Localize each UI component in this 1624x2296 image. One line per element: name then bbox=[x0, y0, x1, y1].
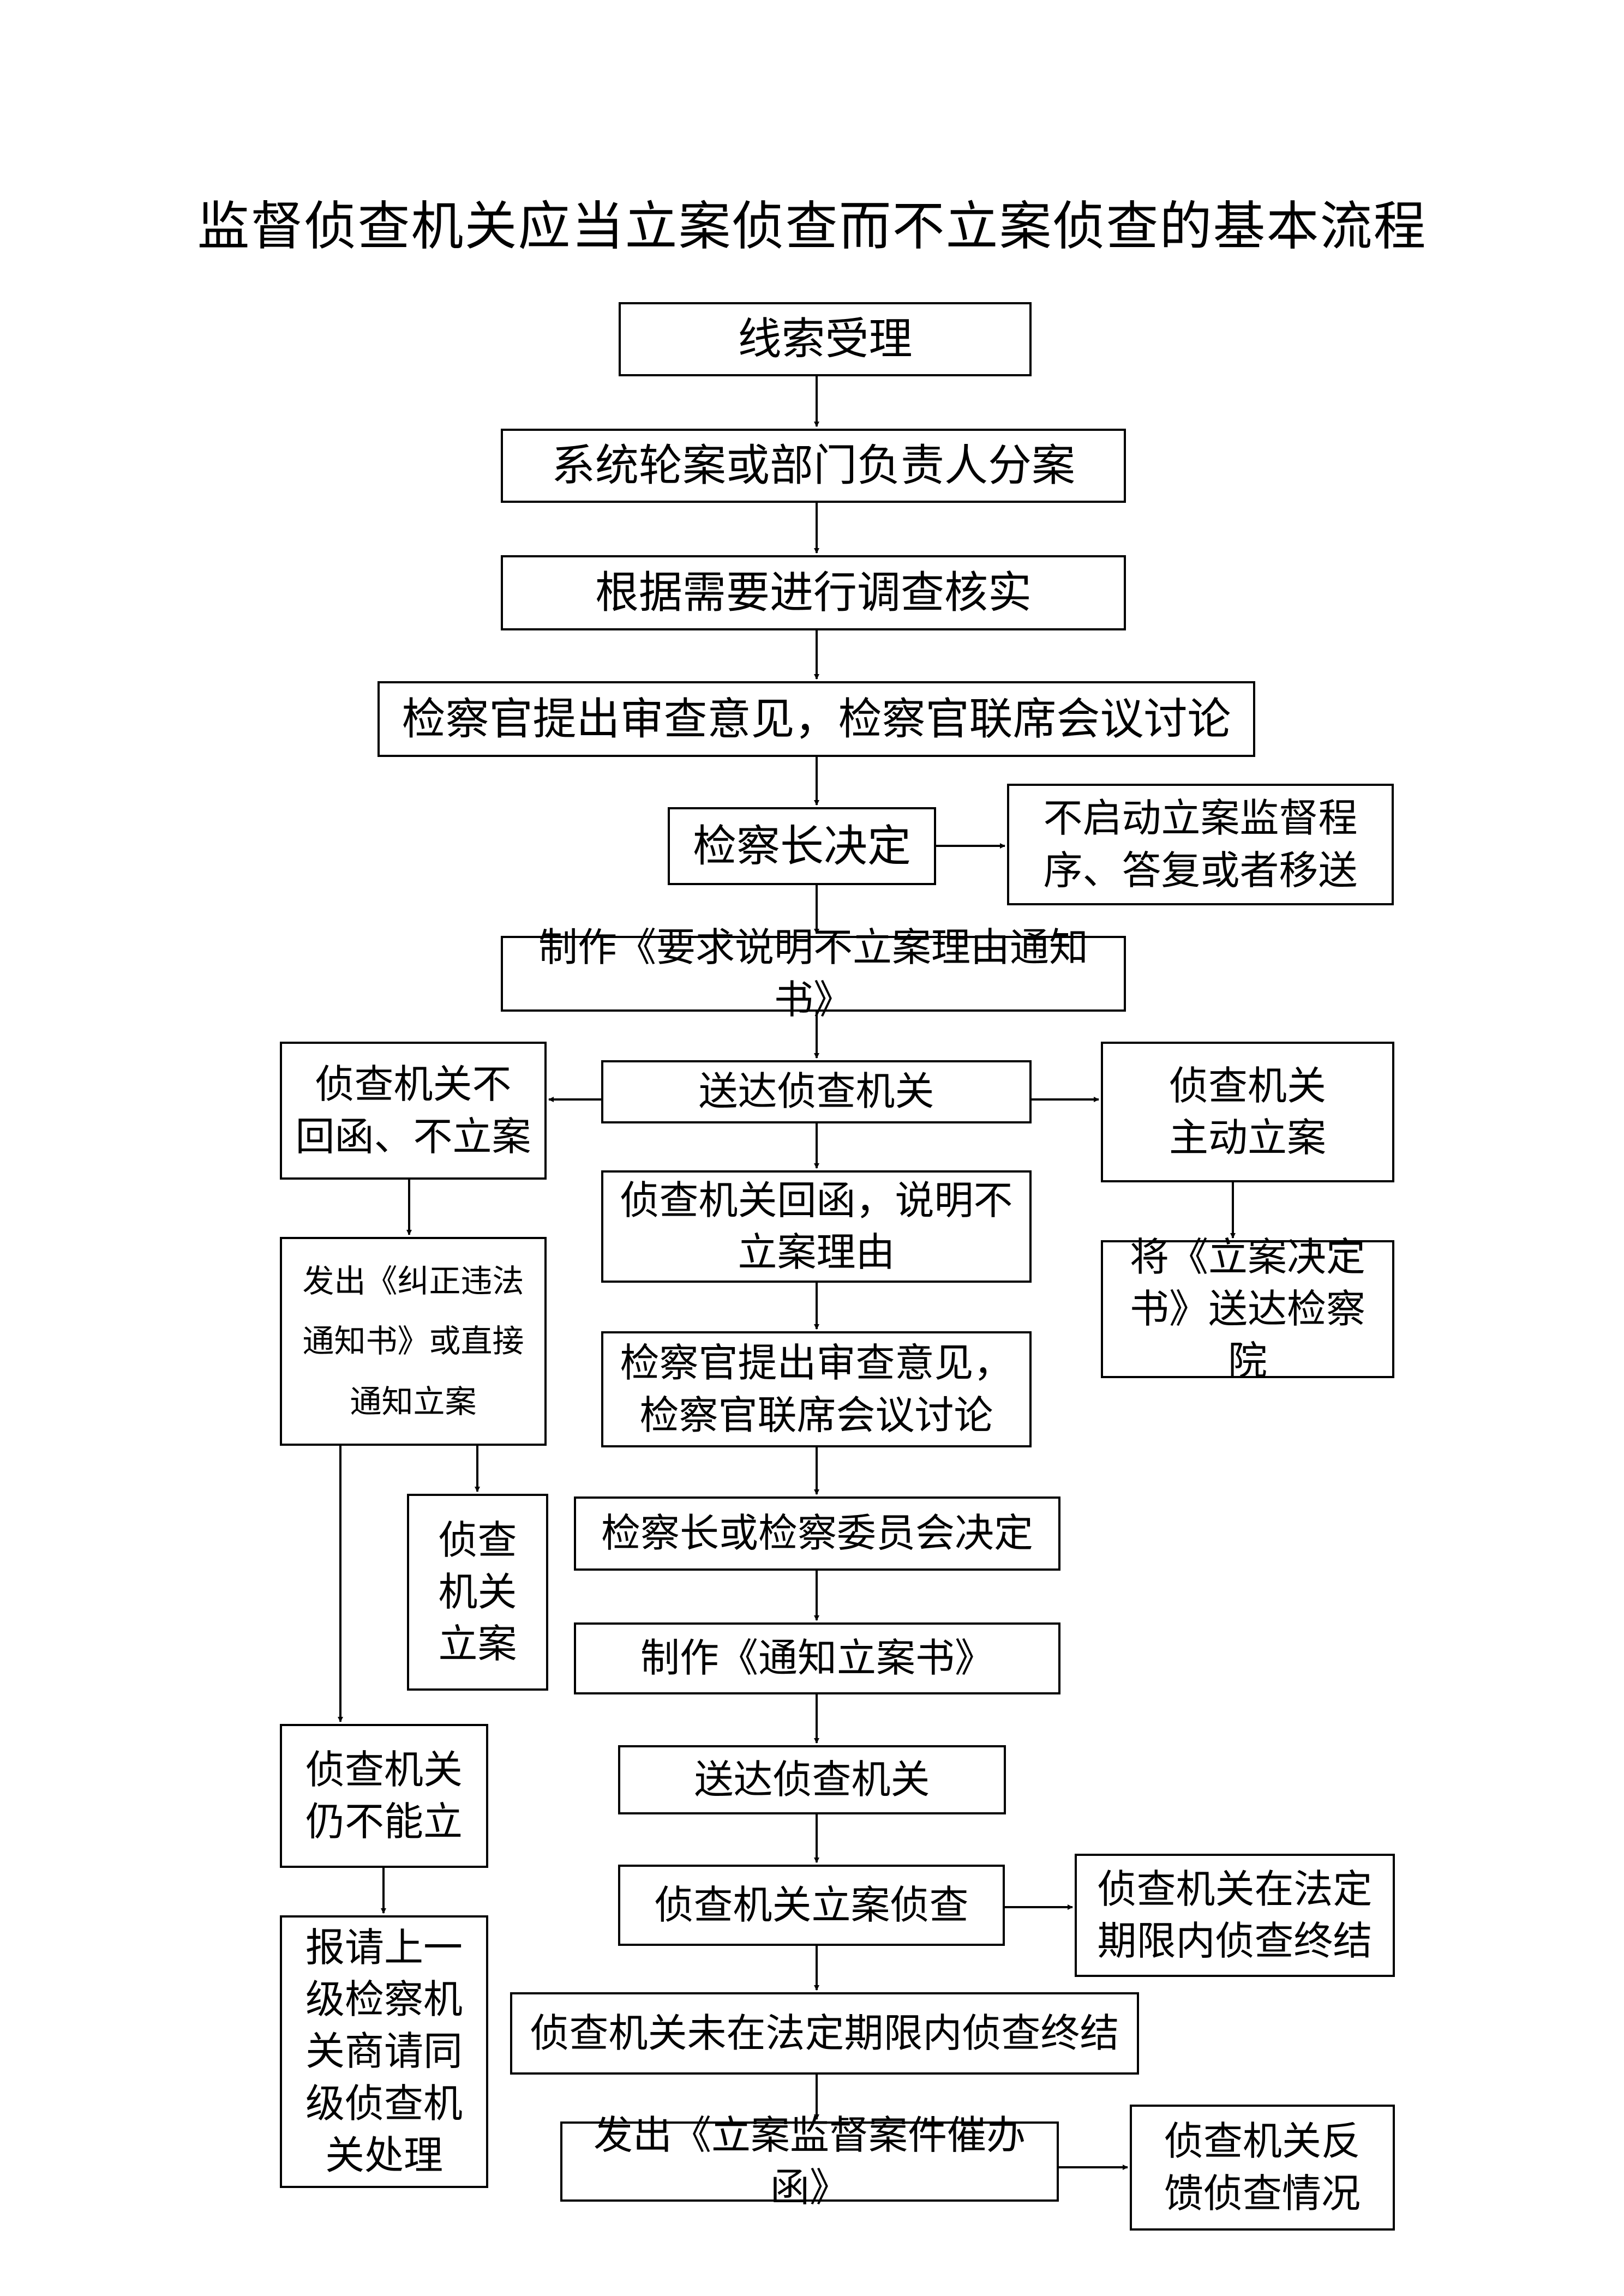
node-report-superior: 报请上一 级检察机 关商请同 级侦查机 关处理 bbox=[280, 1915, 488, 2188]
node-still-cannot-file: 侦查机关 仍不能立 bbox=[280, 1724, 488, 1868]
node-deliver-investigation-2: 送达侦查机关 bbox=[618, 1745, 1006, 1814]
node-concluded-in-time: 侦查机关在法定 期限内侦查终结 bbox=[1075, 1854, 1395, 1977]
node-deliver-investigation-1: 送达侦查机关 bbox=[601, 1060, 1032, 1123]
node-feedback-investigation: 侦查机关反 馈侦查情况 bbox=[1130, 2105, 1395, 2231]
node-prosecutor-review: 检察官提出审查意见，检察官联席会议讨论 bbox=[377, 681, 1255, 757]
node-investigation-filed: 侦查 机关 立案 bbox=[407, 1494, 548, 1691]
node-reply-explain-reason: 侦查机关回函，说明不 立案理由 bbox=[601, 1170, 1032, 1283]
node-deliver-filing-decision: 将《立案决定 书》送达检察院 bbox=[1101, 1234, 1394, 1384]
node-investigation-verification: 根据需要进行调查核实 bbox=[501, 555, 1126, 630]
node-notice-explain-reason: 制作《要求说明不立案理由通知书》 bbox=[501, 924, 1126, 1023]
node-active-filing: 侦查机关 主动立案 bbox=[1101, 1042, 1394, 1182]
node-case-assignment: 系统轮案或部门负责人分案 bbox=[501, 429, 1126, 503]
node-urge-letter: 发出《立案监督案件催办函》 bbox=[560, 2112, 1059, 2210]
node-chief-decision: 检察长决定 bbox=[668, 807, 936, 885]
node-not-concluded-in-time: 侦查机关未在法定期限内侦查终结 bbox=[510, 1992, 1139, 2075]
node-investigation-filing: 侦查机关立案侦查 bbox=[618, 1865, 1005, 1946]
node-chief-or-committee-decision: 检察长或检察委员会决定 bbox=[574, 1496, 1060, 1571]
node-no-supervision-reply: 不启动立案监督程 序、答复或者移送 bbox=[1007, 784, 1394, 905]
node-no-reply-no-filing: 侦查机关不 回函、不立案 bbox=[280, 1042, 547, 1180]
node-prosecutor-review-2: 检察官提出审查意见， 检察官联席会议讨论 bbox=[601, 1331, 1032, 1447]
diagram-title: 监督侦查机关应当立案侦查而不立案侦查的基本流程 bbox=[197, 196, 1427, 257]
node-correction-notice: 发出《纠正违法 通知书》或直接 通知立案 bbox=[280, 1237, 547, 1446]
node-clue-acceptance: 线索受理 bbox=[619, 302, 1032, 376]
node-notice-to-file: 制作《通知立案书》 bbox=[574, 1622, 1060, 1694]
